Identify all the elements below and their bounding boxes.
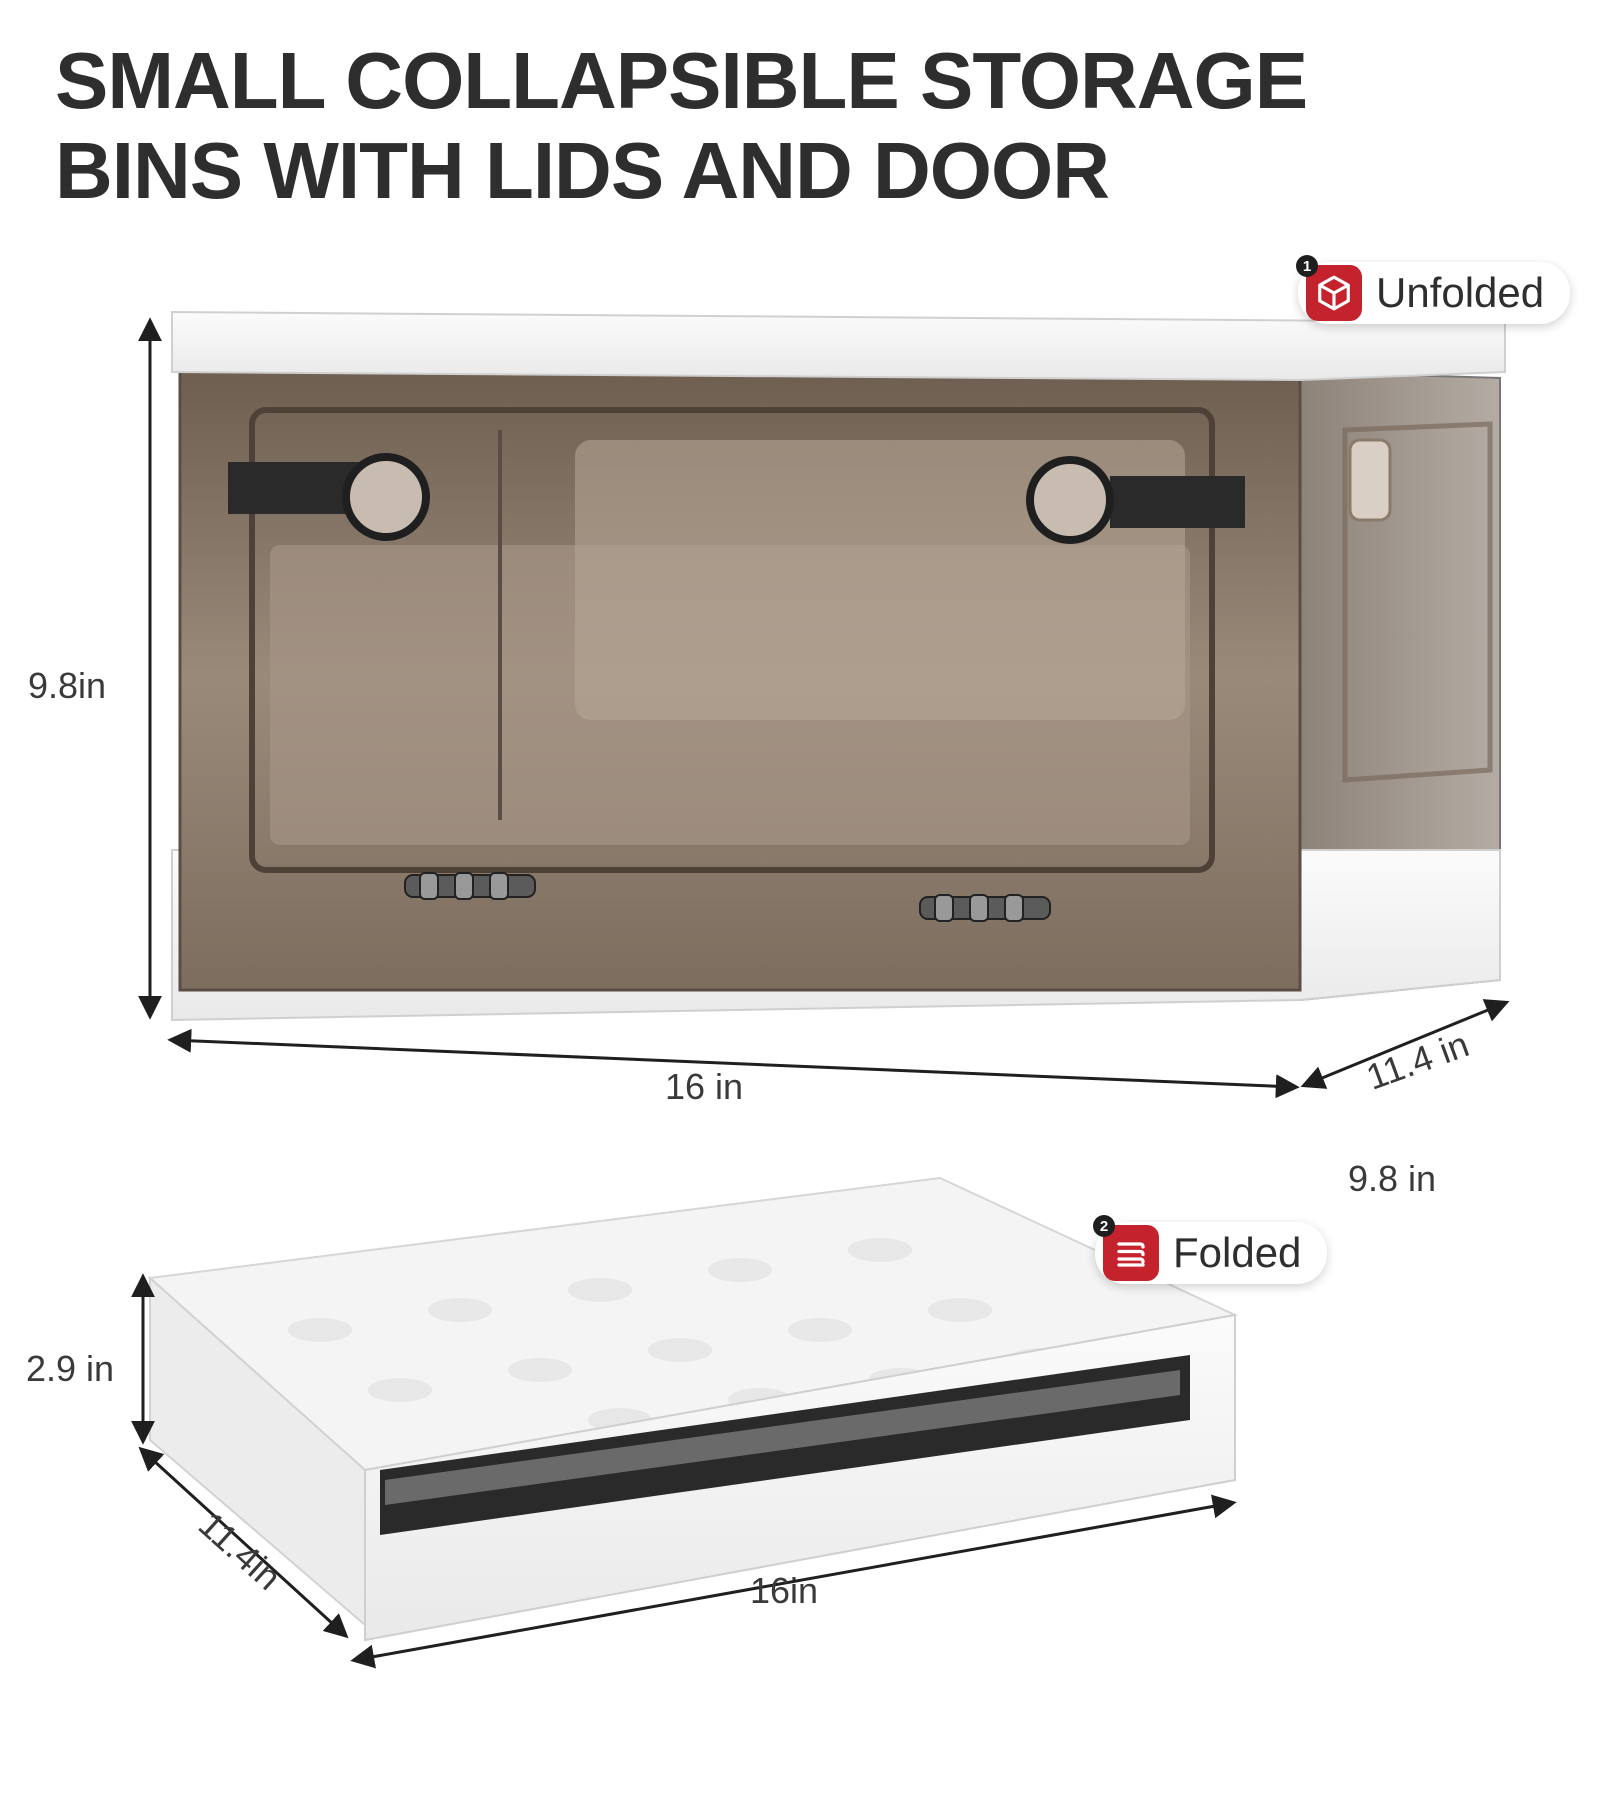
left-latch-plate [228,462,363,514]
unfolded-width-label: 16 in [665,1066,744,1107]
badge-number: 1 [1296,255,1318,277]
right-latch-knob [1026,456,1114,544]
unfolded-bin [171,310,1506,1022]
unfolded-badge: 1 Unfolded [1296,255,1571,324]
right-latch-plate [1110,476,1245,528]
folded-width-arrow [350,1494,1237,1669]
title-line-1: SMALL COLLAPSIBLE STORAGE [55,36,1308,125]
bin-lid [171,310,1506,382]
page-title: SMALL COLLAPSIBLE STORAGE BINS WITH LIDS… [55,36,1308,216]
side-handle [1342,421,1493,783]
folded-width-label: 16in [750,1570,819,1611]
folded-depth-arrow [138,1446,349,1639]
folded-badge: 2 Folded [1093,1215,1328,1284]
badge-number: 2 [1093,1215,1115,1237]
left-hinge [404,872,536,900]
folded-bin [147,1176,1239,1642]
folded-height-label: 2.9 in [26,1348,115,1389]
title-line-2: BINS WITH LIDS AND DOOR [55,126,1110,215]
unfolded-height-label: 9.8in [28,665,107,706]
left-latch-knob [342,453,430,541]
badge-label: Unfolded [1376,269,1545,316]
door-inner-frame [249,407,1215,873]
folded-slot-inner [385,1370,1180,1505]
unfolded-depth-arrow [1300,999,1510,1089]
unfolded-width-arrow [167,1028,1300,1099]
badge-label: Folded [1173,1229,1302,1276]
folded-extra-label: 9.8 in [1348,1158,1437,1199]
stack-icon: 2 [1093,1215,1159,1281]
side-clip [1348,438,1392,522]
cube-icon: 1 [1296,255,1362,321]
right-hinge [919,894,1051,922]
